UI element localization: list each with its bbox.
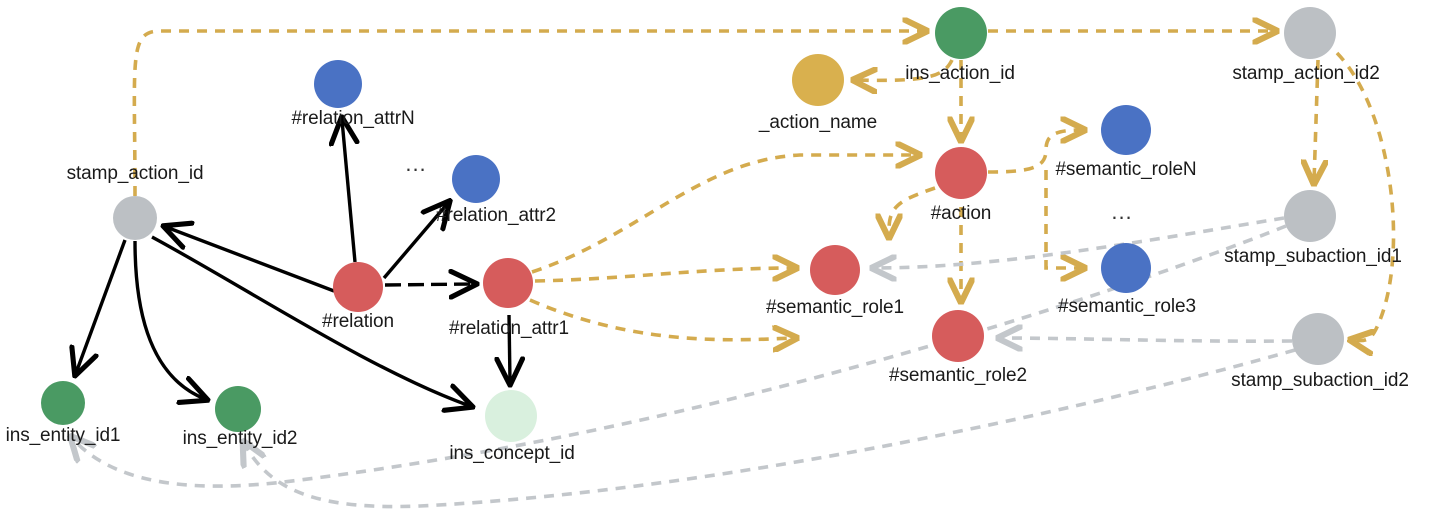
label-ins-concept-id: ins_concept_id	[449, 443, 575, 464]
edge-stamp_action_id-to-ins_concept_id	[151, 235, 470, 406]
node-semantic-role2[interactable]	[932, 310, 984, 362]
node-semantic-role1[interactable]	[810, 245, 860, 295]
node-relation[interactable]	[333, 262, 383, 312]
black-edge-group	[76, 120, 510, 406]
label-semantic-roleN: #semantic_roleN	[1055, 159, 1197, 180]
label-semantic-role2: #semantic_role2	[889, 365, 1027, 386]
edge-stamp_subaction_id1-to-ins_entity_id1	[72, 224, 1287, 488]
edge-action-to-semantic_roleN	[987, 130, 1083, 174]
edge-relation-to-relation_attrN	[342, 120, 355, 263]
label-relation-attr2: #relation_attr2	[436, 205, 556, 226]
node-action[interactable]	[935, 147, 987, 199]
node-stamp-action-id2[interactable]	[1284, 7, 1336, 59]
edge-relation-to-relation_attr1	[384, 284, 474, 285]
edge-relation_attr1-to-ins_concept_id	[509, 314, 510, 382]
label-relation-attrN: #relation_attrN	[291, 108, 415, 129]
edge-ins_action_id-to-action_name	[855, 59, 954, 80]
node-stamp-action-id[interactable]	[113, 196, 157, 240]
edge-stamp_action_id-to-ins_entity_id1	[76, 239, 127, 373]
label-stamp-action-id2: stamp_action_id2	[1232, 63, 1380, 84]
ellipsis-relation-attrs: ...	[405, 151, 427, 176]
edge-stamp_subaction_id2-to-semantic_role2	[1000, 338, 1293, 341]
edge-relation-to-stamp_action_id	[166, 227, 335, 293]
label-stamp-action-id: stamp_action_id	[66, 163, 204, 184]
grey-edge-group	[72, 216, 1296, 509]
label-action: #action	[930, 203, 992, 224]
gold-edge-group	[132, 31, 1396, 341]
label-ins-entity-id2: ins_entity_id2	[182, 428, 298, 449]
edge-stamp_subaction_id1-to-semantic_role1	[874, 216, 1285, 268]
edge-relation_attr1-to-semantic_role2	[529, 298, 795, 340]
node-semantic-roleN[interactable]	[1101, 105, 1151, 155]
edge-stamp_action_id-to-ins_entity_id2	[133, 240, 205, 399]
node-stamp-subaction-id1[interactable]	[1284, 190, 1336, 242]
label-action-name: _action_name	[758, 112, 878, 133]
edge-action-to-semantic_role1	[889, 186, 936, 236]
label-relation: #relation	[322, 311, 394, 332]
edge-stamp_subaction_id2-to-ins_entity_id2	[244, 348, 1296, 509]
node-ins-entity-id2[interactable]	[215, 386, 261, 432]
node-group	[41, 7, 1344, 442]
label-semantic-role1: #semantic_role1	[766, 297, 904, 318]
edge-relation_attr1-to-semantic_role1	[534, 268, 795, 283]
edge-relation-to-relation_attr2	[382, 203, 448, 280]
node-stamp-subaction-id2[interactable]	[1292, 313, 1344, 365]
node-ins-entity-id1[interactable]	[41, 381, 85, 425]
label-ins-action-id: ins_action_id	[905, 63, 1015, 84]
label-relation-attr1: #relation_attr1	[449, 318, 569, 339]
node-relation-attr2[interactable]	[452, 155, 500, 203]
label-stamp-subaction-id2: stamp_subaction_id2	[1231, 370, 1409, 391]
edge-stamp_action_id2-to-stamp_subaction_id2	[1335, 51, 1396, 341]
ellipsis-semantic-roles: ...	[1111, 199, 1133, 224]
node-relation-attr1[interactable]	[483, 258, 533, 308]
node-relation-attrN[interactable]	[314, 60, 362, 108]
label-ins-entity-id1: ins_entity_id1	[5, 425, 121, 446]
node-action-name[interactable]	[792, 54, 844, 106]
edge-action-to-semantic_role3	[1044, 170, 1083, 268]
edge-relation_attr1-to-action	[531, 155, 918, 274]
label-stamp-subaction-id1: stamp_subaction_id1	[1224, 246, 1402, 267]
node-semantic-role3[interactable]	[1101, 243, 1151, 293]
edge-stamp_action_id2-to-stamp_subaction_id1	[1314, 59, 1318, 182]
node-ins-action-id[interactable]	[935, 7, 987, 59]
label-semantic-role3: #semantic_role3	[1058, 296, 1196, 317]
node-ins-concept-id[interactable]	[485, 390, 537, 442]
